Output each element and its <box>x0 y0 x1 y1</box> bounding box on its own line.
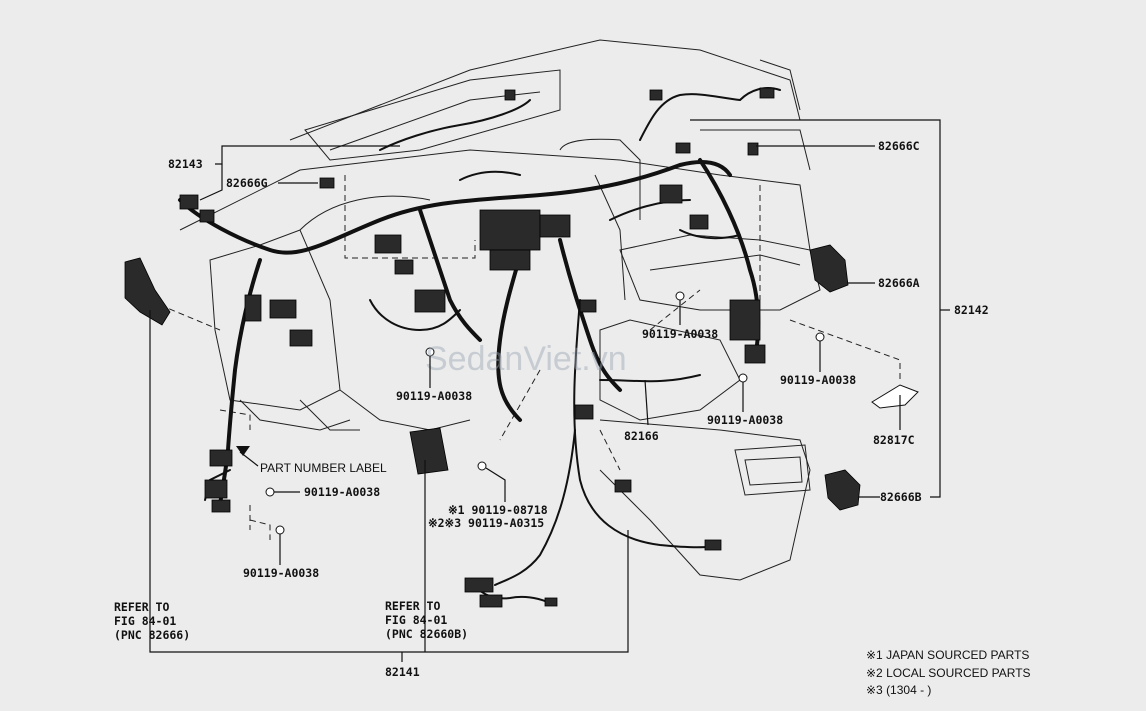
refer-middle-line-1: REFER TO <box>385 599 440 613</box>
callout-90119-a0038-right: 90119-A0038 <box>780 373 856 387</box>
main-wire-harness <box>178 87 781 606</box>
callout-82166: 82166 <box>624 429 659 443</box>
callout-82666c: 82666C <box>878 139 920 153</box>
bolt-clips <box>265 291 825 535</box>
refer-middle-line-3: (PNC 82660B) <box>385 627 468 641</box>
footnotes: ※1 JAPAN SOURCED PARTS ※2 LOCAL SOURCED … <box>866 648 1031 697</box>
part-number-label: PART NUMBER LABEL <box>260 461 387 475</box>
callout-90119-a0038-center: 90119-A0038 <box>707 413 783 427</box>
callout-82666g: 82666G <box>226 176 268 190</box>
refer-middle-line-2: FIG 84-01 <box>385 613 447 627</box>
refer-left-line-2: FIG 84-01 <box>114 614 176 628</box>
refer-left-line-3: (PNC 82666) <box>114 628 190 642</box>
callout-82141: 82141 <box>385 665 420 679</box>
refer-middle: REFER TO FIG 84-01 (PNC 82660B) <box>385 599 468 641</box>
footnote-period: ※3 (1304 - ) <box>866 683 931 697</box>
callout-82817c: 82817C <box>873 433 915 447</box>
refer-left: REFER TO FIG 84-01 (PNC 82666) <box>114 600 190 642</box>
footnote-local: ※2 LOCAL SOURCED PARTS <box>866 666 1031 680</box>
harness-connectors <box>124 87 919 608</box>
footnote-japan: ※1 JAPAN SOURCED PARTS <box>866 648 1029 662</box>
callout-82666a: 82666A <box>878 276 920 290</box>
callout-90119-a0038-upper: 90119-A0038 <box>642 327 718 341</box>
callout-82143: 82143 <box>168 157 203 171</box>
callout-90119-a0038-left: 90119-A0038 <box>304 485 380 499</box>
dashed-reference-lines <box>159 175 901 540</box>
callout-90119-a0315: ※2※3 90119-A0315 <box>428 516 544 530</box>
callout-90119-a0038-mid: 90119-A0038 <box>396 389 472 403</box>
part-callouts: 82143 82666G 82666C 82666A 82142 90119-A… <box>168 139 989 679</box>
callout-82142: 82142 <box>954 303 989 317</box>
refer-left-line-1: REFER TO <box>114 600 169 614</box>
callout-90119-a0038-lower: 90119-A0038 <box>243 566 319 580</box>
watermark: SedanViet.vn <box>425 340 627 378</box>
callout-82666b: 82666B <box>880 490 922 504</box>
leader-lines <box>149 119 950 662</box>
callout-90119-08718: ※1 90119-08718 <box>448 503 548 517</box>
dashboard-outline <box>179 39 821 581</box>
